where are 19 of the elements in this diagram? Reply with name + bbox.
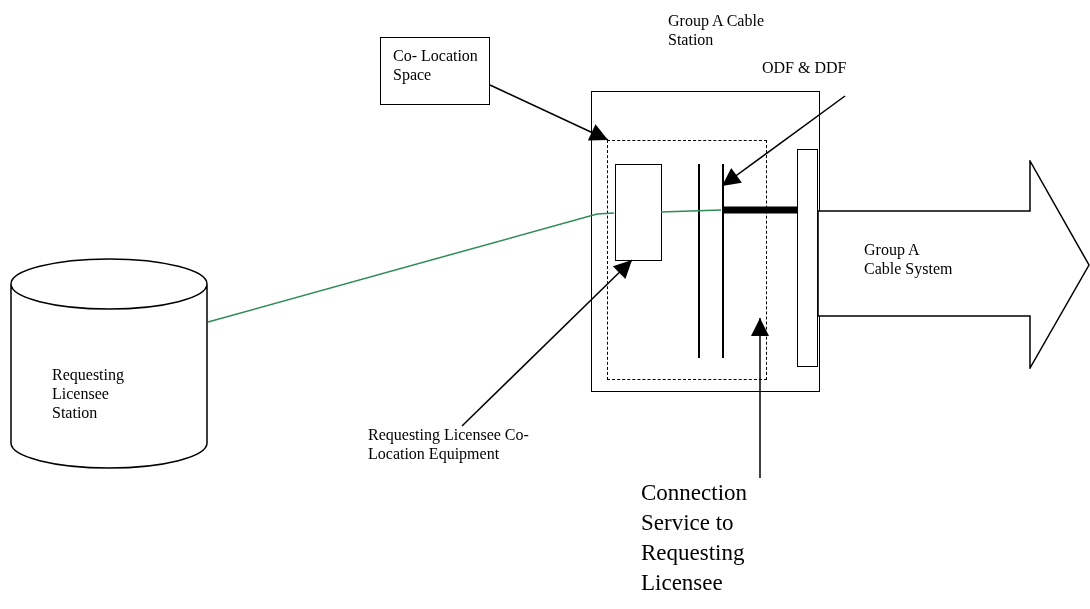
frame-line: [698, 164, 700, 358]
station-heading: Group A Cable Station: [668, 11, 765, 50]
callout-text: Requesting Licensee Co-Location Equipment: [368, 425, 538, 469]
equipment-box: [615, 164, 662, 261]
cable-line: [660, 209, 722, 213]
frame-line: [722, 164, 724, 358]
cable-line: [207, 212, 615, 323]
arrow: [751, 317, 769, 479]
callout-text: Connection Service to Requesting Licensee: [641, 478, 791, 606]
panel-bar: [797, 149, 818, 367]
callout-text: ODF & DDF: [762, 58, 862, 98]
thick-connection: [723, 206, 797, 214]
arrow: [461, 259, 633, 427]
arrow: [721, 95, 846, 187]
arrow: [489, 84, 609, 141]
note-box: Co- Location Space: [380, 37, 490, 105]
arrow-label: Group A Cable System: [864, 240, 954, 279]
station-label: Requesting Licensee Station: [52, 365, 125, 423]
dashed-area: [607, 140, 767, 380]
